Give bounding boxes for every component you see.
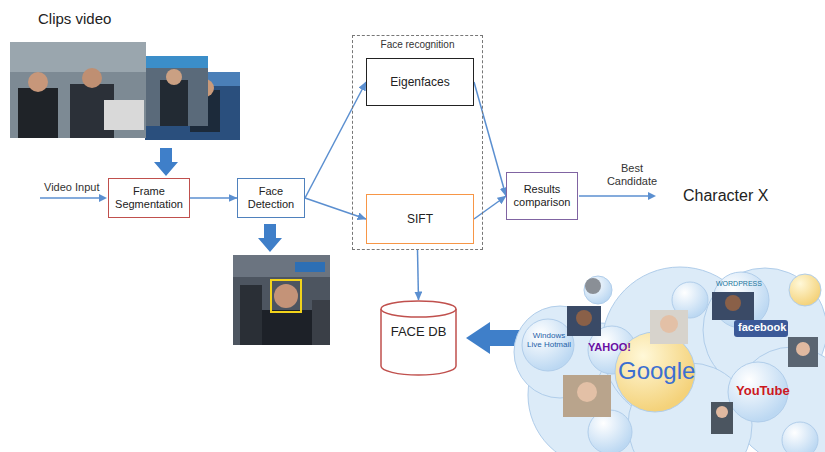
logo-text: WORDPRESS [716, 280, 776, 288]
flow-connector [305, 82, 366, 198]
flow-connector [305, 198, 366, 219]
node-text: FACE DB [387, 324, 451, 340]
result-label: Character X [683, 187, 803, 205]
block-arrows [154, 148, 522, 354]
flow-connector [474, 196, 506, 219]
node-text: Face recognition [353, 39, 482, 51]
logo-text: Google [618, 357, 708, 385]
logo-text: YAHOO! [588, 341, 644, 354]
internet-cloud [514, 267, 825, 452]
logo-text: YouTube [736, 384, 796, 399]
flow-connector [418, 250, 419, 300]
process-box: Results comparison [506, 172, 578, 220]
node-text: Frame Segmentation [109, 185, 189, 211]
database-cylinder: FACE DB [380, 300, 457, 375]
output-label: Best Candidate [604, 162, 660, 187]
process-box: Face Detection [237, 178, 305, 218]
input-label: Video Input [44, 181, 114, 194]
web-photos [563, 278, 818, 434]
process-box: SIFT [366, 194, 474, 244]
cylinder-top [381, 301, 456, 317]
detected-face-photo [233, 255, 330, 345]
video-thumbnails [10, 42, 240, 140]
cylinder-body [381, 309, 456, 375]
logo-text: Windows Live Hotmail [527, 331, 571, 349]
section-label: Clips video [38, 10, 148, 27]
node-text: Face Detection [238, 185, 304, 211]
flow-connector [190, 197, 237, 199]
process-box: Frame Segmentation [108, 178, 190, 218]
node-text: SIFT [403, 212, 437, 226]
flow-connector [474, 82, 506, 196]
node-text: Eigenfaces [386, 75, 453, 89]
logo-text: facebook [738, 321, 788, 334]
group-box: Face recognitionEigenfacesSIFT [352, 35, 483, 250]
node-text: Results comparison [507, 183, 577, 209]
process-box: Eigenfaces [366, 58, 474, 106]
